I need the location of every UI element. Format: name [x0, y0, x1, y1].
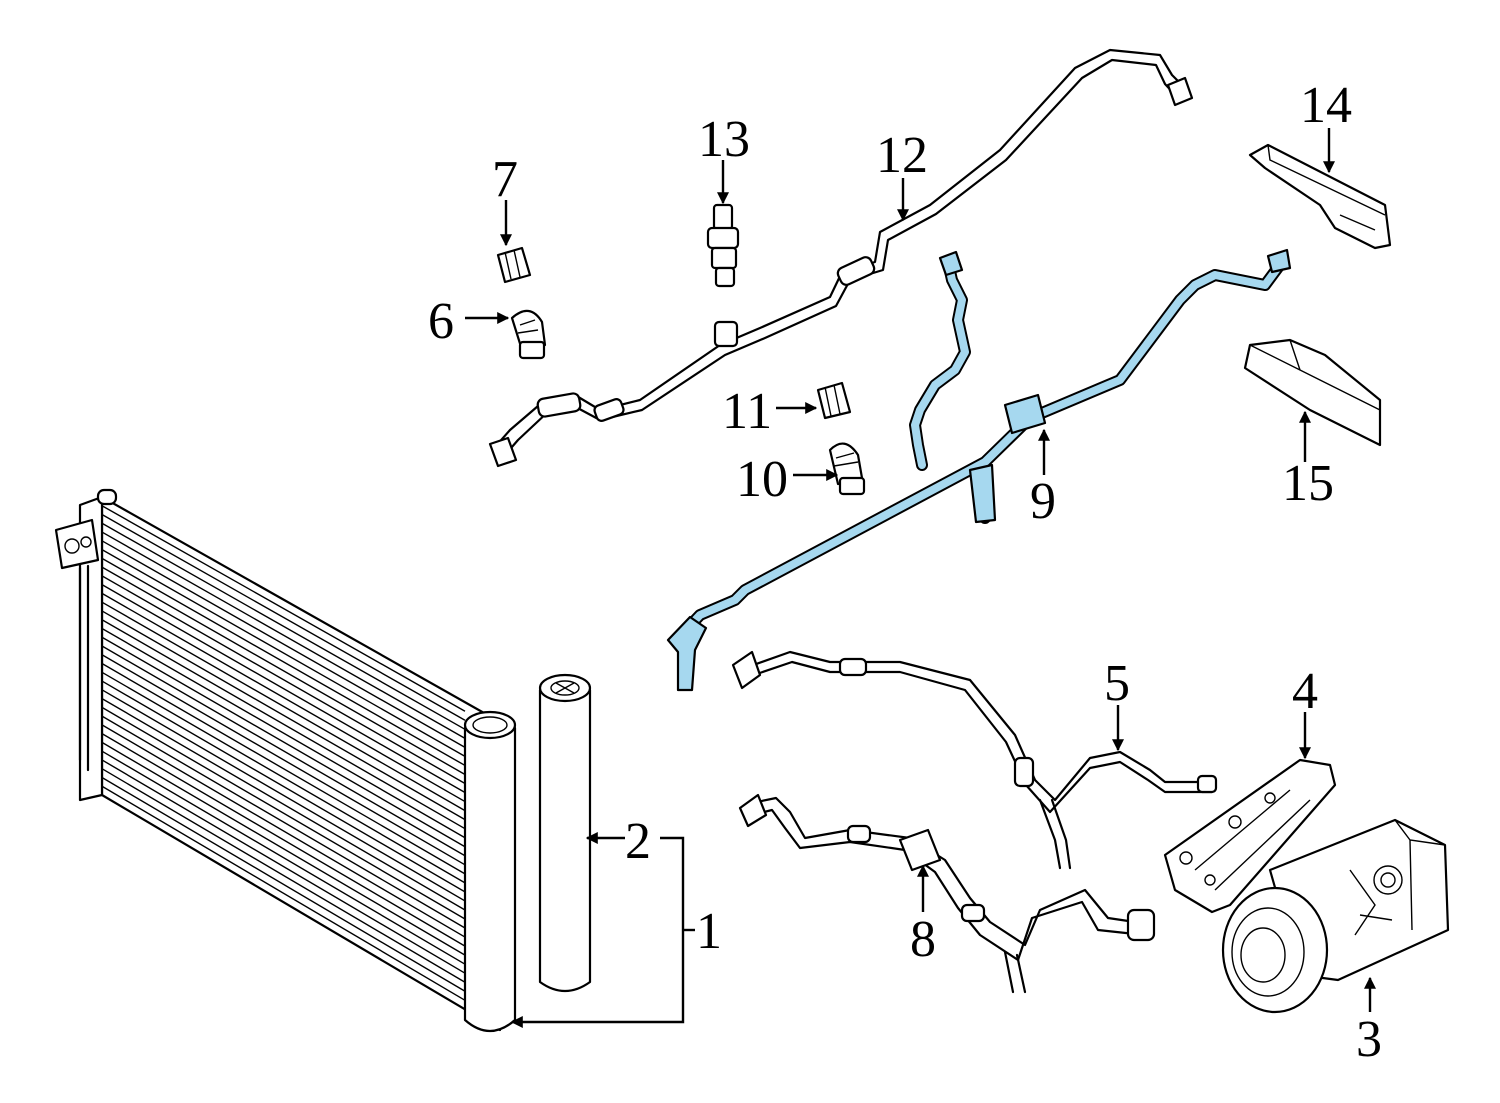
condenser-fin — [101, 557, 466, 767]
ac-hose-5[interactable] — [731, 650, 1218, 870]
condenser-fin — [101, 548, 466, 758]
condenser-fin — [101, 689, 466, 902]
condenser-fin — [101, 671, 466, 884]
callout-5: 5 — [1104, 655, 1130, 712]
hose-fill — [680, 258, 1286, 636]
condenser-fin — [101, 741, 466, 956]
callout-leaders — [465, 128, 1376, 1028]
cap-11[interactable] — [816, 381, 852, 420]
hose-fill — [911, 258, 969, 469]
callout-9: 9 — [1030, 473, 1056, 530]
condenser-fin — [101, 601, 466, 812]
condenser-fins — [101, 505, 466, 1001]
condenser-fin — [101, 680, 466, 893]
callout-8: 8 — [910, 911, 936, 968]
condenser-fin — [101, 540, 466, 748]
valve-6[interactable] — [510, 309, 547, 360]
condenser-fin — [101, 610, 466, 821]
callout-11: 11 — [722, 383, 772, 440]
condenser-fin — [101, 522, 466, 730]
bracket-14[interactable] — [1248, 143, 1392, 250]
callout-4: 4 — [1292, 663, 1318, 720]
condenser-fin — [101, 724, 466, 938]
ac-hose-9-highlighted[interactable] — [666, 248, 1292, 692]
condenser-fin — [101, 575, 466, 785]
condenser-fin — [101, 619, 466, 830]
condenser-fin — [101, 697, 466, 911]
callout-6: 6 — [428, 293, 454, 350]
pressure-sensor-13[interactable] — [706, 203, 740, 288]
condenser-fin — [101, 636, 466, 848]
callout-15: 15 — [1282, 455, 1334, 512]
condenser-fin — [101, 759, 466, 974]
condenser-fin — [101, 584, 466, 794]
ac-line-12[interactable] — [488, 48, 1194, 468]
callout-10: 10 — [736, 451, 788, 508]
condenser-fin — [101, 566, 466, 776]
condenser-fin — [101, 706, 466, 920]
callout-2: 2 — [625, 813, 651, 870]
condenser-fin — [101, 776, 466, 992]
callout-13: 13 — [698, 111, 750, 168]
condenser-fin — [101, 592, 466, 803]
ac-hose-8[interactable] — [738, 793, 1156, 994]
condenser-fin — [101, 513, 466, 721]
ac-compressor[interactable] — [1221, 818, 1450, 1014]
callout-12: 12 — [876, 127, 928, 184]
condenser-fin — [101, 768, 466, 983]
callout-14: 14 — [1300, 77, 1352, 134]
condenser-fin — [101, 785, 466, 1001]
callout-1: 1 — [696, 903, 722, 960]
callout-3: 3 — [1356, 1011, 1382, 1068]
cap-7[interactable] — [496, 246, 532, 284]
condenser-fin — [101, 505, 466, 712]
condenser-fin — [101, 645, 466, 857]
callout-labels: 1 2 3 4 5 6 7 8 9 10 11 12 13 14 15 — [428, 77, 1382, 1068]
condenser-fin — [101, 715, 466, 929]
condenser-fin — [101, 733, 466, 947]
callout-7: 7 — [492, 151, 518, 208]
compressor-bracket[interactable] — [1163, 758, 1337, 914]
condenser[interactable] — [54, 488, 517, 1033]
drier-cartridge[interactable] — [538, 673, 592, 993]
condenser-fin — [101, 627, 466, 839]
condenser-fin — [101, 662, 466, 875]
bracket-15[interactable] — [1243, 338, 1382, 447]
condenser-fin — [101, 750, 466, 965]
condenser-fin — [101, 531, 466, 739]
valve-10[interactable] — [828, 442, 866, 496]
condenser-fin — [101, 654, 466, 866]
